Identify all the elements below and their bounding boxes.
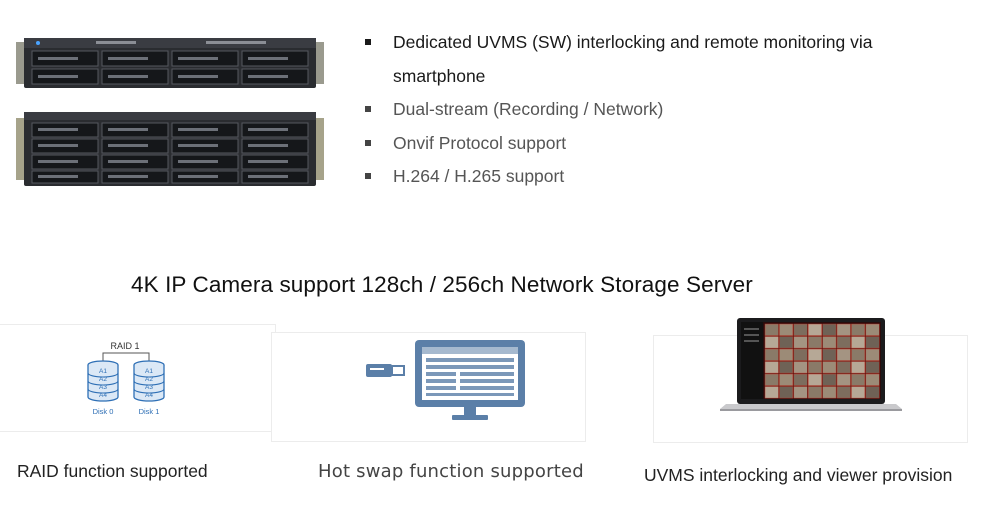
camera-tile — [764, 386, 779, 399]
camera-tile — [793, 373, 808, 386]
camera-tile — [851, 323, 866, 336]
monitor-icon — [415, 340, 525, 420]
camera-tile — [779, 386, 794, 399]
camera-tile — [779, 361, 794, 374]
camera-tile — [779, 336, 794, 349]
raid-caption: RAID function supported — [17, 461, 208, 481]
camera-tile — [851, 361, 866, 374]
camera-tile — [865, 323, 880, 336]
camera-tile — [822, 348, 837, 361]
feature-item-dual-stream: Dual-stream (Recording / Network) — [362, 93, 962, 127]
camera-tile — [764, 373, 779, 386]
uvms-card — [653, 318, 968, 443]
disk-0-block: A1 — [99, 368, 107, 375]
camera-tile — [836, 336, 851, 349]
camera-tile — [822, 336, 837, 349]
camera-tile — [764, 348, 779, 361]
feature-item-uvms: Dedicated UVMS (SW) interlocking and rem… — [362, 26, 962, 93]
camera-tile — [822, 323, 837, 336]
camera-tile — [779, 348, 794, 361]
camera-tile — [764, 323, 779, 336]
camera-tile — [764, 361, 779, 374]
server-3u-image — [16, 112, 324, 186]
camera-tile — [865, 361, 880, 374]
camera-tile — [836, 348, 851, 361]
camera-tile — [793, 323, 808, 336]
camera-tile — [793, 336, 808, 349]
server-2u-image — [16, 38, 324, 88]
camera-tile — [779, 323, 794, 336]
disk-1-icon: A1 A2 A3 A4 — [133, 360, 165, 402]
camera-tile — [807, 323, 822, 336]
raid-card: RAID 1 A1 A2 A3 A4 A1 A2 A3 A4 Disk 0 Di… — [0, 324, 276, 432]
hotswap-card — [271, 332, 586, 442]
camera-tile — [851, 386, 866, 399]
camera-tile — [822, 361, 837, 374]
disk-0-label: Disk 0 — [93, 407, 114, 416]
disk-0-block: A2 — [99, 376, 107, 383]
camera-tile — [807, 386, 822, 399]
feature-item-codec: H.264 / H.265 support — [362, 160, 962, 194]
page-headline: 4K IP Camera support 128ch / 256ch Netwo… — [131, 272, 753, 297]
disk-0-block: A3 — [99, 384, 107, 391]
camera-tile — [851, 373, 866, 386]
disk-1-block: A3 — [145, 384, 153, 391]
camera-tile — [836, 323, 851, 336]
raid-title: RAID 1 — [110, 341, 139, 351]
laptop-viewer-image — [720, 318, 902, 411]
camera-tile — [793, 361, 808, 374]
disk-0-block: A4 — [99, 392, 107, 399]
feature-list: Dedicated UVMS (SW) interlocking and rem… — [362, 26, 962, 194]
camera-tile — [822, 373, 837, 386]
camera-tile — [807, 361, 822, 374]
camera-tile — [807, 348, 822, 361]
disk-0-icon: A1 A2 A3 A4 — [87, 360, 119, 402]
disk-1-block: A2 — [145, 376, 153, 383]
disk-1-block: A1 — [145, 368, 153, 375]
camera-tile — [865, 336, 880, 349]
camera-tile — [836, 373, 851, 386]
camera-tile — [764, 336, 779, 349]
camera-tile — [851, 348, 866, 361]
camera-tile — [793, 348, 808, 361]
camera-tile — [865, 348, 880, 361]
hotswap-caption: Hot swap function supported — [318, 461, 584, 482]
uvms-caption: UVMS interlocking and viewer provision — [644, 465, 953, 485]
camera-tile — [865, 373, 880, 386]
camera-tile — [836, 386, 851, 399]
camera-tile — [851, 336, 866, 349]
camera-tile — [807, 336, 822, 349]
camera-tile — [836, 361, 851, 374]
camera-tile — [807, 373, 822, 386]
camera-tile — [822, 386, 837, 399]
feature-item-onvif: Onvif Protocol support — [362, 127, 962, 161]
usb-drive-icon — [366, 364, 405, 377]
camera-tile — [865, 386, 880, 399]
disk-1-label: Disk 1 — [139, 407, 160, 416]
camera-tile — [779, 373, 794, 386]
disk-1-block: A4 — [145, 392, 153, 399]
camera-tile — [793, 386, 808, 399]
